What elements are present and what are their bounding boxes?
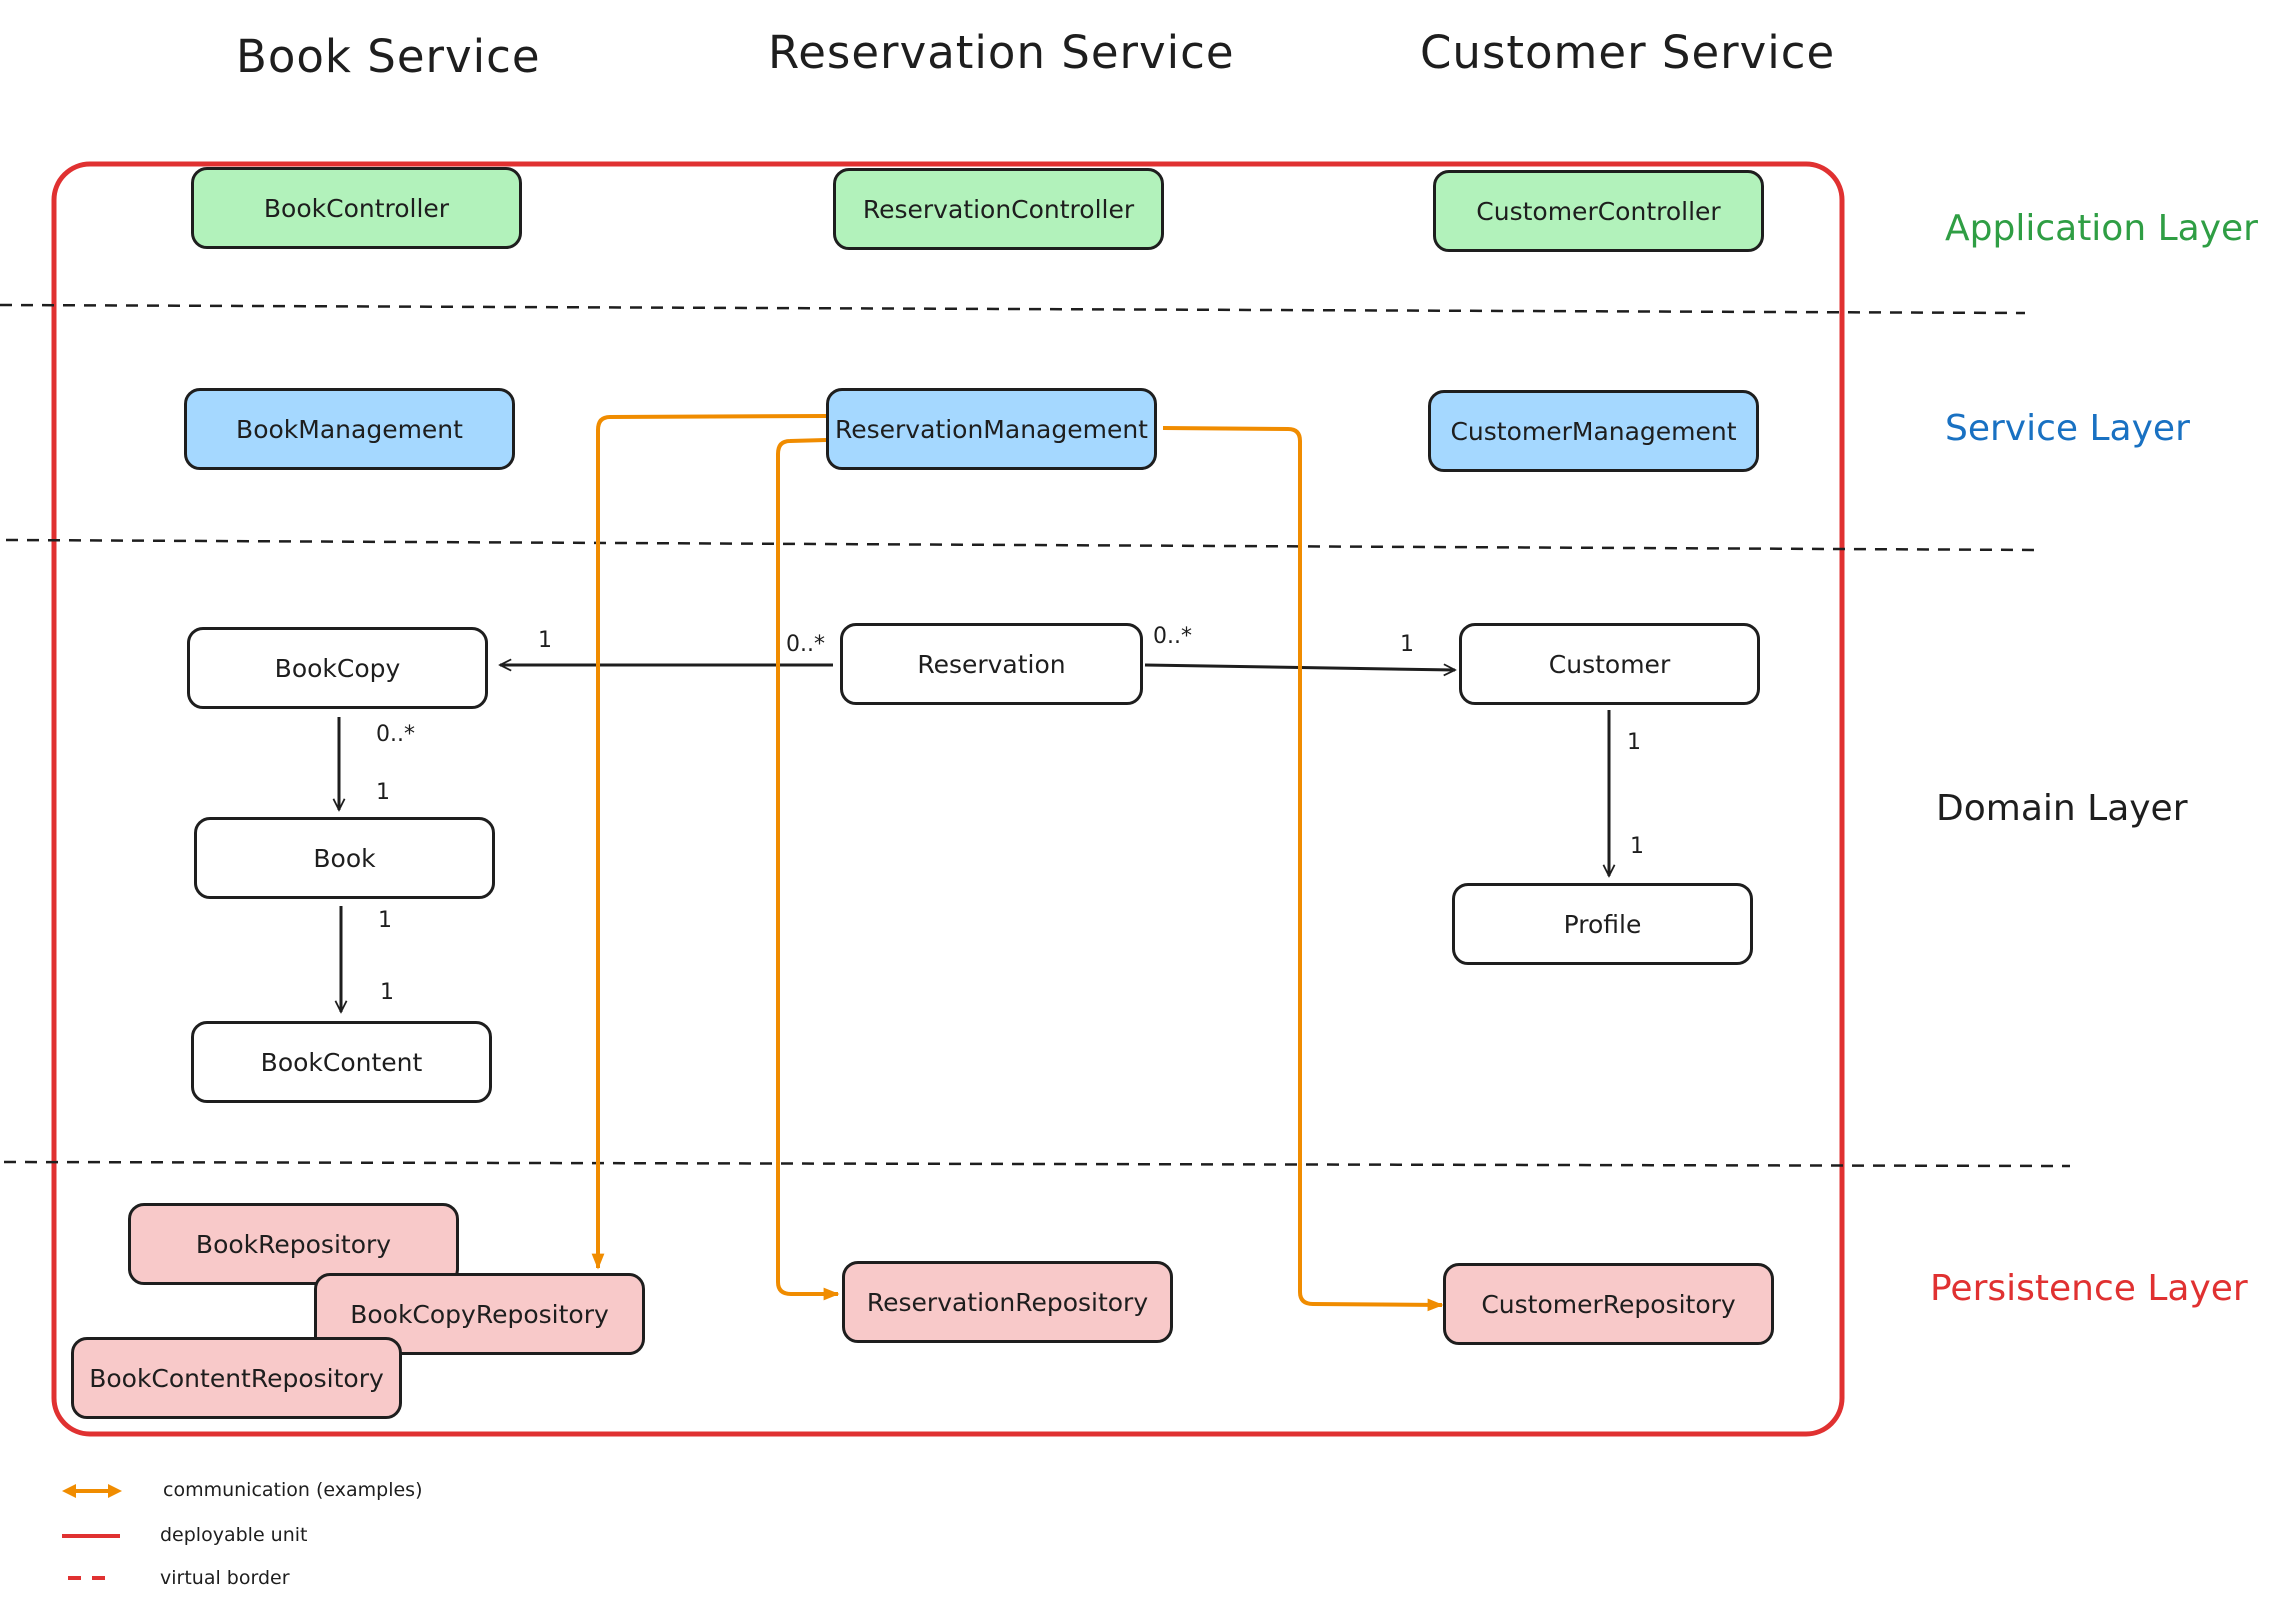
service-title-book: Book Service (236, 30, 541, 83)
communication-to-reservationrepository (776, 438, 840, 1301)
layer-label-application: Application Layer (1945, 208, 2258, 249)
node-profile[interactable]: Profile (1452, 883, 1753, 965)
legend-communication-label: communication (examples) (163, 1479, 423, 1501)
node-customer-management[interactable]: CustomerManagement (1428, 390, 1759, 472)
node-book-content[interactable]: BookContent (191, 1021, 492, 1103)
virtual-border-app-service (0, 303, 2026, 315)
node-customer-repository[interactable]: CustomerRepository (1443, 1263, 1774, 1345)
layer-label-service: Service Layer (1945, 408, 2190, 449)
multiplicity-reservation-left: 0..* (786, 632, 825, 657)
node-reservation[interactable]: Reservation (840, 623, 1143, 705)
legend-deployable-unit-label: deployable unit (160, 1524, 308, 1546)
legend-communication-icon (62, 1484, 122, 1498)
legend-virtual-border-label: virtual border (160, 1567, 290, 1589)
service-title-customer: Customer Service (1420, 26, 1836, 79)
node-customer[interactable]: Customer (1459, 623, 1760, 705)
multiplicity-customer-profile-to: 1 (1630, 834, 1644, 859)
node-book-management[interactable]: BookManagement (184, 388, 515, 470)
node-book-repository[interactable]: BookRepository (128, 1203, 459, 1285)
multiplicity-book-content-to: 1 (380, 980, 394, 1005)
virtual-border-domain-persistence (3, 1160, 2071, 1168)
multiplicity-bookcopy-side: 1 (538, 628, 552, 653)
multiplicity-customer-profile-from: 1 (1627, 730, 1641, 755)
node-book-controller[interactable]: BookController (191, 167, 522, 249)
virtual-border-service-domain (5, 538, 2041, 552)
node-reservation-controller[interactable]: ReservationController (833, 168, 1164, 250)
multiplicity-reservation-right: 0..* (1153, 624, 1192, 649)
node-customer-controller[interactable]: CustomerController (1433, 170, 1764, 252)
communication-to-customerrepository (1162, 426, 1444, 1312)
layer-label-persistence: Persistence Layer (1930, 1268, 2248, 1309)
node-book-content-repository[interactable]: BookContentRepository (71, 1337, 402, 1419)
deployable-unit-border (51, 161, 1845, 1437)
node-reservation-repository[interactable]: ReservationRepository (842, 1261, 1173, 1343)
communication-to-bookcopyrepository (591, 414, 827, 1270)
multiplicity-bookcopy-book-to: 1 (376, 780, 390, 805)
layer-label-domain: Domain Layer (1936, 788, 2188, 829)
node-book[interactable]: Book (194, 817, 495, 899)
service-title-reservation: Reservation Service (768, 26, 1235, 79)
multiplicity-book-content-from: 1 (378, 908, 392, 933)
node-book-copy[interactable]: BookCopy (187, 627, 488, 709)
multiplicity-bookcopy-book-from: 0..* (376, 722, 415, 747)
multiplicity-customer-side: 1 (1400, 632, 1414, 657)
node-reservation-management[interactable]: ReservationManagement (826, 388, 1157, 470)
